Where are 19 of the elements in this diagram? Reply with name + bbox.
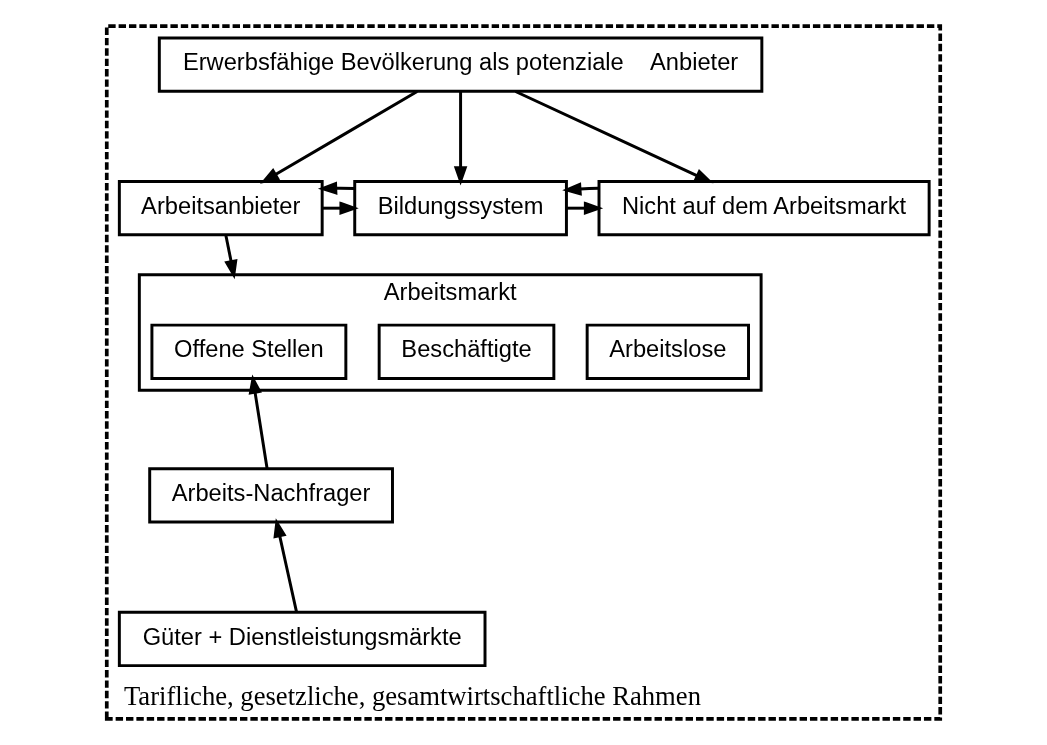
node-box: Nicht auf dem Arbeitsmarkt	[597, 180, 931, 237]
arrow	[322, 201, 359, 215]
node-box: Offene Stellen	[150, 323, 348, 380]
arrow	[453, 91, 468, 186]
arrow	[248, 374, 269, 469]
arrow	[273, 518, 298, 613]
node-box: Beschäftigte	[377, 323, 556, 380]
node-box: Arbeitslose	[585, 323, 750, 380]
node-box: Arbeits-Nachfrager	[148, 467, 394, 524]
node-box: Erwerbsfähige Bevölkerung als potenziale Anbieter	[157, 36, 764, 93]
node-box: Arbeitsanbieter	[117, 180, 324, 237]
arrow	[260, 90, 418, 184]
arrow	[566, 201, 604, 215]
arrow	[224, 235, 238, 280]
node-box: Güter + Dienstleistungsmärkte	[117, 610, 487, 668]
arrow	[562, 182, 599, 196]
node-box: Bildungssystem	[353, 180, 568, 237]
arrow	[317, 181, 355, 195]
arrow	[514, 90, 714, 184]
